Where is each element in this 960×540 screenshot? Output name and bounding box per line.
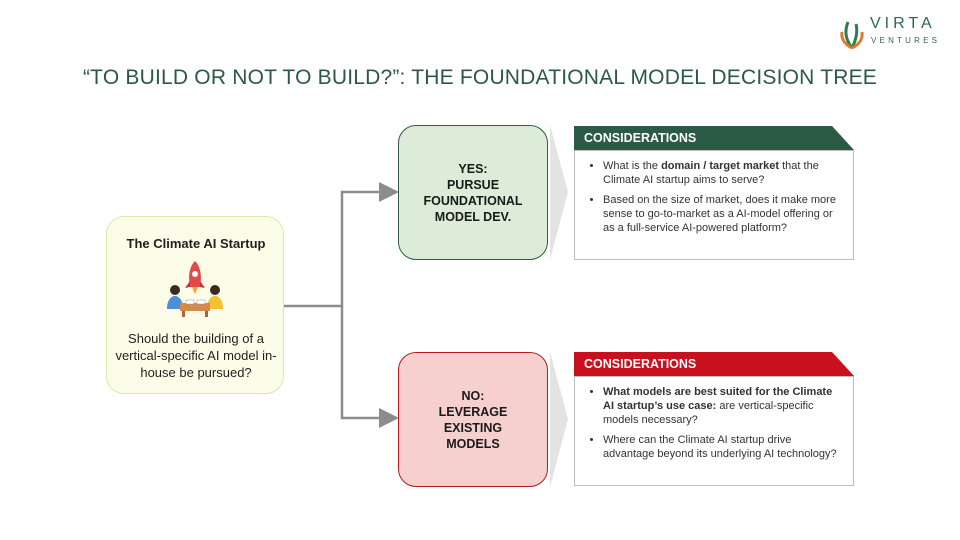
no-considerations-box: What models are best suited for the Clim… xyxy=(574,376,854,486)
no-considerations-header: CONSIDERATIONS xyxy=(574,352,854,376)
logo-name: VIRTA xyxy=(870,15,936,32)
no-chevron-icon xyxy=(550,352,568,487)
page-title: “TO BUILD OR NOT TO BUILD?”: THE FOUNDAT… xyxy=(82,66,878,89)
startup-title: The Climate AI Startup xyxy=(126,236,266,251)
startup-question: Should the building of a vertical-specif… xyxy=(115,331,277,380)
yes-decision-label: YES: PURSUE FOUNDATIONAL MODEL DEV. xyxy=(423,161,523,224)
no-decision-label: NO: LEVERAGE EXISTING MODELS xyxy=(438,388,508,451)
no-consideration-item: What models are best suited for the Clim… xyxy=(603,385,845,427)
yes-considerations-box: What is the domain / target market that … xyxy=(574,150,854,260)
yes-consideration-item: Based on the size of market, does it mak… xyxy=(603,193,845,235)
connector-no xyxy=(340,306,399,428)
no-decision-box: NO: LEVERAGE EXISTING MODELS xyxy=(398,352,548,487)
no-consideration-item: Where can the Climate AI startup drive a… xyxy=(603,433,845,461)
logo-subtitle: VENTURES xyxy=(871,36,941,45)
yes-considerations-header: CONSIDERATIONS xyxy=(574,126,854,150)
yes-chevron-icon xyxy=(550,125,568,260)
startup-box: The Climate AI Startup Should the buildi… xyxy=(106,216,284,394)
yes-decision-box: YES: PURSUE FOUNDATIONAL MODEL DEV. xyxy=(398,125,548,260)
connector-yes xyxy=(340,182,399,306)
virta-logo-icon xyxy=(840,21,864,50)
rocket-team-icon xyxy=(167,261,223,317)
yes-consideration-item: What is the domain / target market that … xyxy=(603,159,845,187)
